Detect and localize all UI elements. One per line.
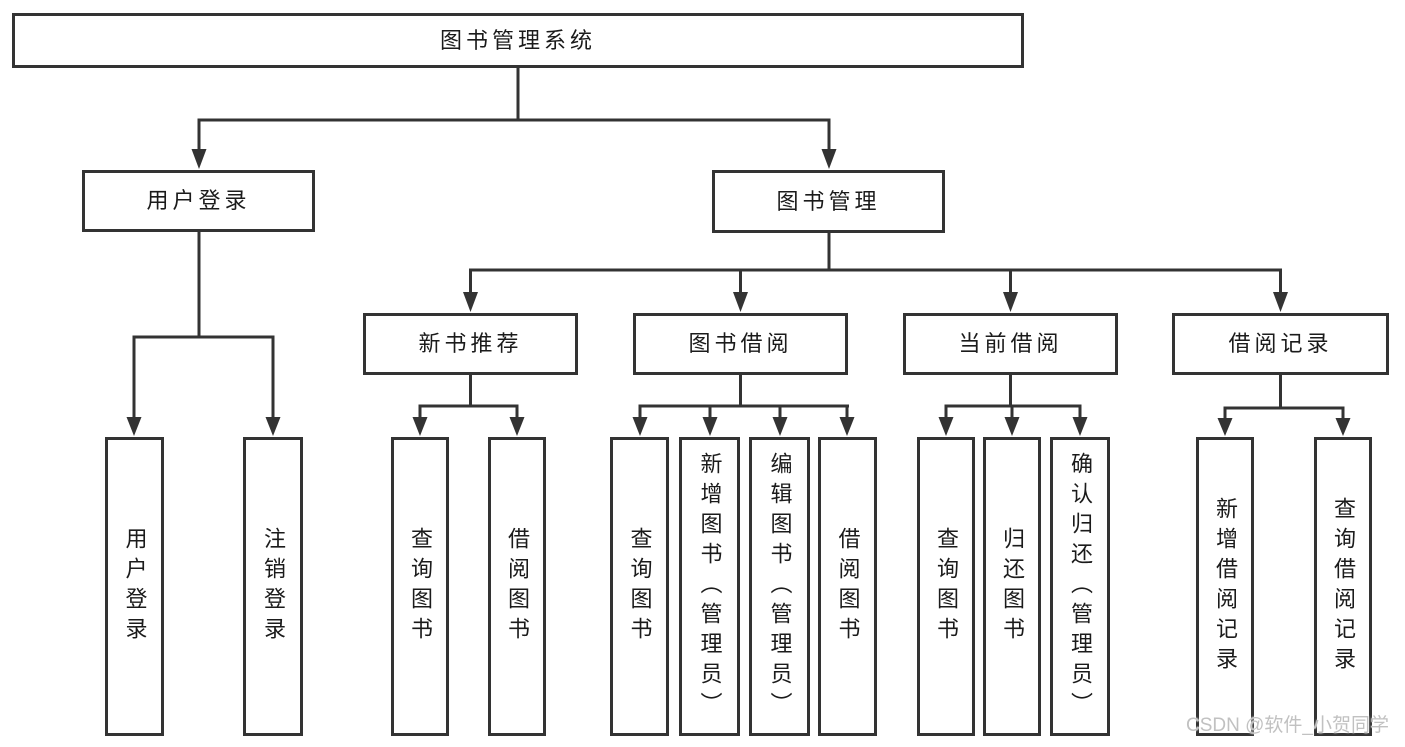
node-label: 借阅记录 — [1228, 331, 1333, 356]
leaf-borrow-books: 借阅图书 — [488, 437, 546, 736]
leaf-logout: 注销登录 — [243, 437, 303, 736]
node-current-borrowing: 当前借阅 — [903, 313, 1118, 375]
node-label: 编辑图书（管理员） — [767, 451, 793, 722]
leaf-borrow-books: 借阅图书 — [818, 437, 877, 736]
node-label: 新增图书（管理员） — [697, 451, 723, 722]
node-label: 借阅图书 — [505, 526, 530, 647]
node-label: 查询图书 — [408, 526, 433, 647]
node-label: 确认归还（管理员） — [1068, 451, 1093, 722]
node-label: 查询借阅记录 — [1331, 496, 1356, 677]
node-label: 图书管理 — [776, 188, 881, 214]
node-new-book-recommendation: 新书推荐 — [363, 313, 578, 375]
leaf-query-borrow-record: 查询借阅记录 — [1314, 437, 1372, 736]
node-label: 图书管理系统 — [439, 27, 596, 53]
connector-strokes — [132, 67, 1345, 421]
node-label: 查询图书 — [934, 526, 959, 647]
node-borrowing-records: 借阅记录 — [1172, 313, 1389, 375]
node-label: 查询图书 — [627, 526, 653, 647]
node-label: 新增借阅记录 — [1213, 496, 1238, 677]
leaf-return-books: 归还图书 — [983, 437, 1041, 736]
leaf-query-books: 查询图书 — [917, 437, 975, 736]
arrowheads — [126, 149, 1351, 436]
leaf-query-books: 查询图书 — [610, 437, 669, 736]
csdn-watermark: CSDN @软件_小贺同学 — [1186, 715, 1389, 736]
node-label: 借阅图书 — [835, 526, 861, 647]
leaf-edit-books-admin: 编辑图书（管理员） — [749, 437, 810, 736]
leaf-user-login: 用户登录 — [105, 437, 164, 736]
node-label: 当前借阅 — [958, 331, 1063, 356]
node-label: 用户登录 — [122, 526, 148, 647]
leaf-add-borrow-record: 新增借阅记录 — [1196, 437, 1254, 736]
node-library-management-system: 图书管理系统 — [12, 13, 1024, 68]
leaf-confirm-return-admin: 确认归还（管理员） — [1050, 437, 1110, 736]
leaf-query-books: 查询图书 — [391, 437, 449, 736]
node-label: 新书推荐 — [418, 331, 523, 356]
node-label: 图书借阅 — [688, 331, 793, 356]
node-book-borrowing: 图书借阅 — [633, 313, 848, 375]
node-label: 归还图书 — [1000, 526, 1025, 647]
node-label: 注销登录 — [261, 526, 286, 647]
node-label: 用户登录 — [146, 188, 251, 213]
leaf-add-books-admin: 新增图书（管理员） — [679, 437, 740, 736]
node-book-management: 图书管理 — [712, 170, 945, 233]
node-user-login: 用户登录 — [82, 170, 315, 232]
